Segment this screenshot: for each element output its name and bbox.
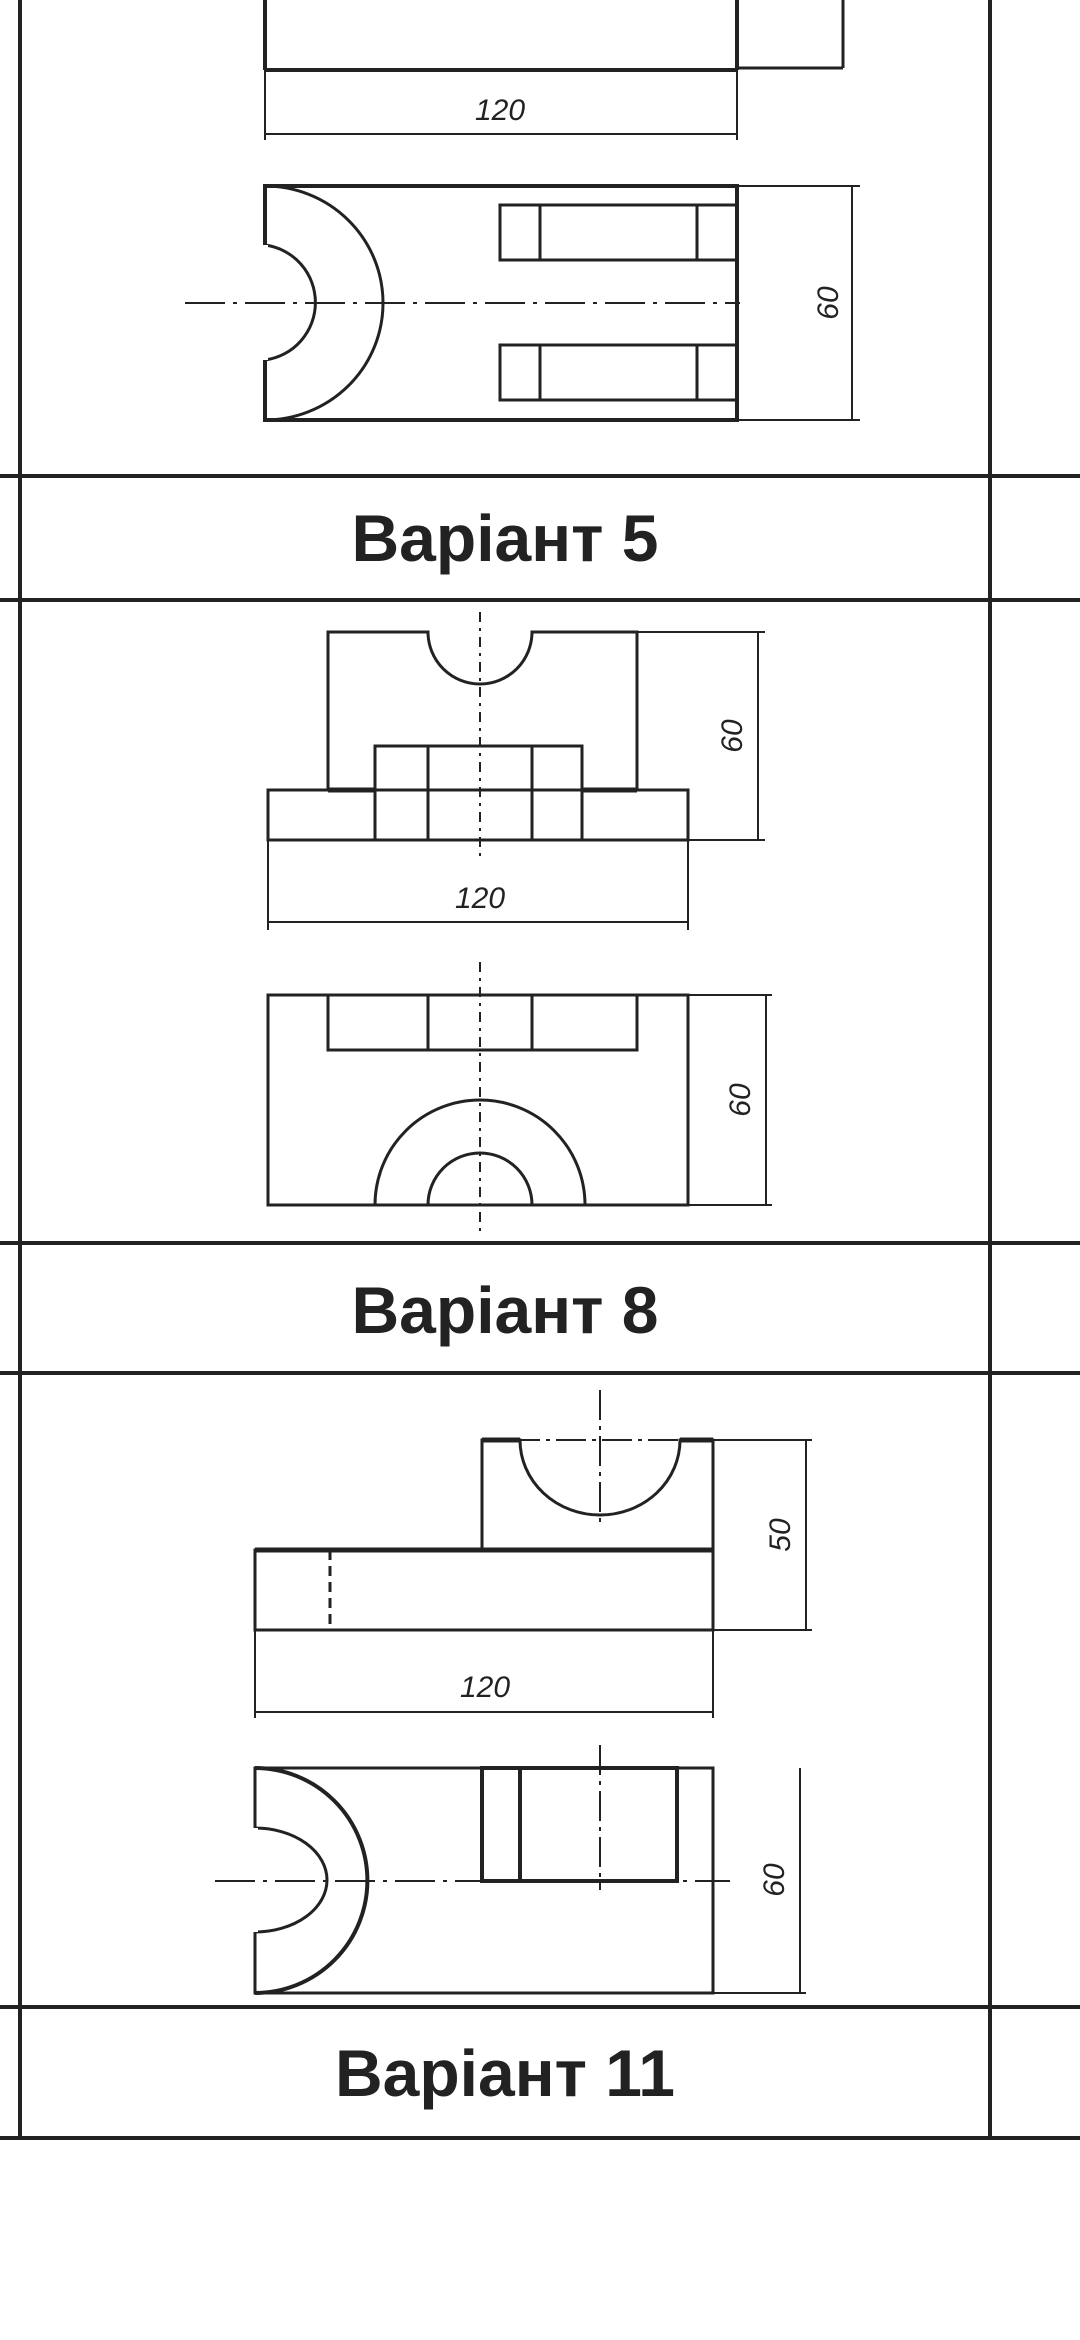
height-dim-label: 50 xyxy=(764,1518,797,1552)
width-dimension xyxy=(267,840,689,930)
width-dim-label: 120 xyxy=(475,94,525,127)
drawing-variant-5: 60 120 60 xyxy=(266,612,772,1232)
height-dimension xyxy=(637,631,765,841)
plan-height-dimension xyxy=(713,1768,806,1994)
plan-height-dim-label: 60 xyxy=(758,1863,791,1897)
drawing-variant-8: 50 120 60 xyxy=(215,1390,812,1995)
width-dim-label: 120 xyxy=(455,882,505,915)
height-dimension xyxy=(737,185,860,421)
width-dim-label: 120 xyxy=(460,1671,510,1704)
front-view xyxy=(266,630,690,842)
height-dim-label: 60 xyxy=(812,286,845,320)
variant-label: Варіант 8 xyxy=(351,1273,659,1347)
table-grid xyxy=(0,0,1080,2140)
width-dimension xyxy=(264,70,738,140)
width-dimension xyxy=(254,1630,714,1718)
front-view xyxy=(253,1437,715,1632)
variant-label: Варіант 5 xyxy=(351,501,659,575)
plan-view xyxy=(266,993,690,1207)
plan-height-dim-label: 60 xyxy=(724,1083,757,1117)
plan-height-dimension xyxy=(688,994,772,1206)
height-dimension xyxy=(713,1439,812,1631)
height-dim-label: 60 xyxy=(716,719,749,753)
front-view xyxy=(263,0,845,72)
drawing-top: 120 60 xyxy=(185,0,860,422)
variant-label: Варіант 11 xyxy=(334,2036,676,2110)
